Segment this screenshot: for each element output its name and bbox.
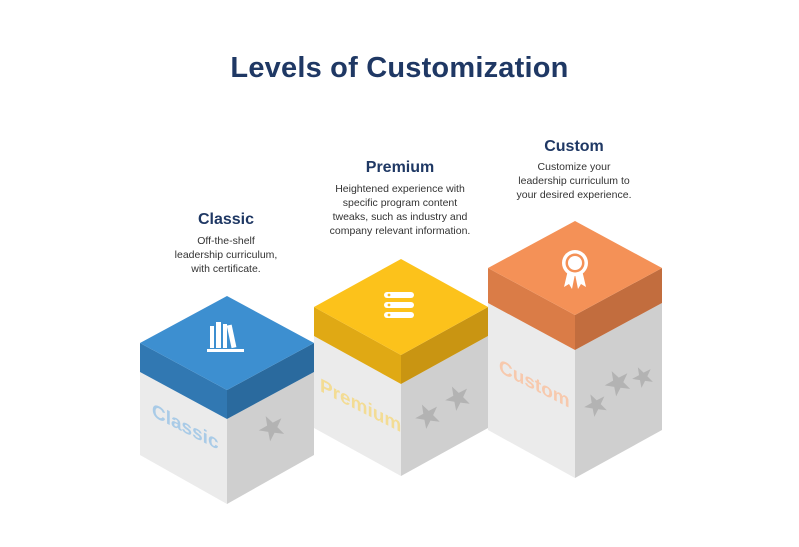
- cube-custom: Custom: [488, 221, 662, 478]
- description-line: with certificate.: [191, 263, 261, 275]
- description-line: company relevant information.: [329, 225, 471, 237]
- level-description-classic: Off-the-shelf leadership curriculum, wit…: [136, 234, 316, 276]
- description-line: leadership curriculum,: [174, 249, 278, 261]
- award-ribbon-icon: [562, 250, 588, 289]
- cube-right-face: [401, 336, 488, 476]
- level-description-premium: Heightened experience with specific prog…: [305, 182, 495, 238]
- cube-left-face: [140, 372, 227, 504]
- cube-top-band-left: [488, 268, 575, 350]
- description-line: leadership curriculum to: [518, 175, 630, 187]
- description-line: tweaks, such as industry and: [332, 211, 468, 223]
- level-description-custom: Customize your leadership curriculum to …: [484, 160, 664, 202]
- cube-top-band-right: [227, 343, 314, 419]
- cube-left-face: [488, 303, 575, 478]
- cube-top-band-right: [575, 268, 662, 350]
- cube-premium: Premium: [314, 259, 488, 476]
- description-line: your desired experience.: [516, 189, 632, 201]
- page-title: Levels of Customization: [230, 52, 569, 84]
- cube-classic: Classic: [140, 296, 314, 504]
- books-icon: [207, 322, 244, 352]
- cube-top-band-left: [314, 307, 401, 384]
- description-line: Heightened experience with: [335, 183, 465, 195]
- level-heading-premium: Premium: [365, 159, 435, 176]
- level-heading-custom: Custom: [544, 138, 604, 155]
- level-heading-classic: Classic: [197, 211, 255, 228]
- description-line: Off-the-shelf: [197, 235, 255, 247]
- cube-left-face: [314, 336, 401, 476]
- server-stack-icon: [384, 292, 414, 318]
- cube-top-band-right: [401, 307, 488, 384]
- description-line: Customize your: [537, 161, 611, 173]
- cube-top-band-left: [140, 343, 227, 419]
- description-line: specific program content: [342, 197, 458, 209]
